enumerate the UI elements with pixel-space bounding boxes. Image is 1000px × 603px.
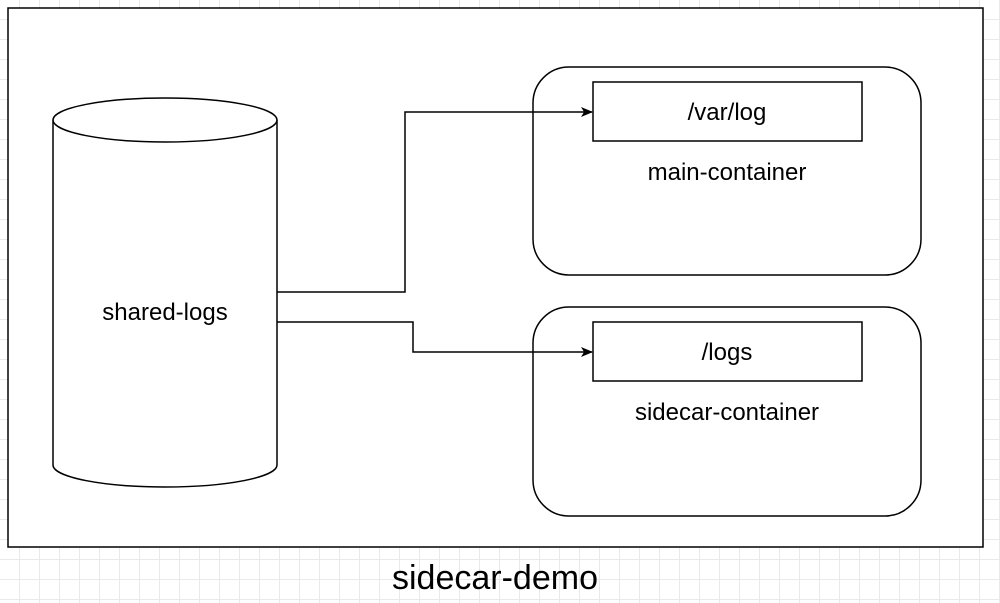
cylinder-body	[52, 120, 278, 488]
shared-logs-volume[interactable]: shared-logs	[52, 97, 278, 488]
main-mount-path-box[interactable]	[592, 81, 863, 142]
main-mount-path-label: /var/log	[688, 99, 767, 126]
main-container-box[interactable]: /var/log main-container	[532, 66, 922, 276]
cylinder-top	[52, 97, 278, 143]
sidecar-mount-path-box[interactable]	[592, 321, 863, 382]
sidecar-container-box[interactable]: /logs sidecar-container	[532, 306, 922, 517]
main-container-label: main-container	[648, 159, 807, 186]
pod-frame-label: sidecar-demo	[392, 559, 598, 597]
sidecar-container-label: sidecar-container	[635, 399, 819, 426]
volume-to-sidecar-mount-connector[interactable]	[277, 321, 593, 357]
volume-label: shared-logs	[102, 299, 227, 326]
volume-to-main-mount-connector[interactable]	[277, 107, 593, 293]
sidecar-mount-path-label: /logs	[702, 339, 753, 366]
